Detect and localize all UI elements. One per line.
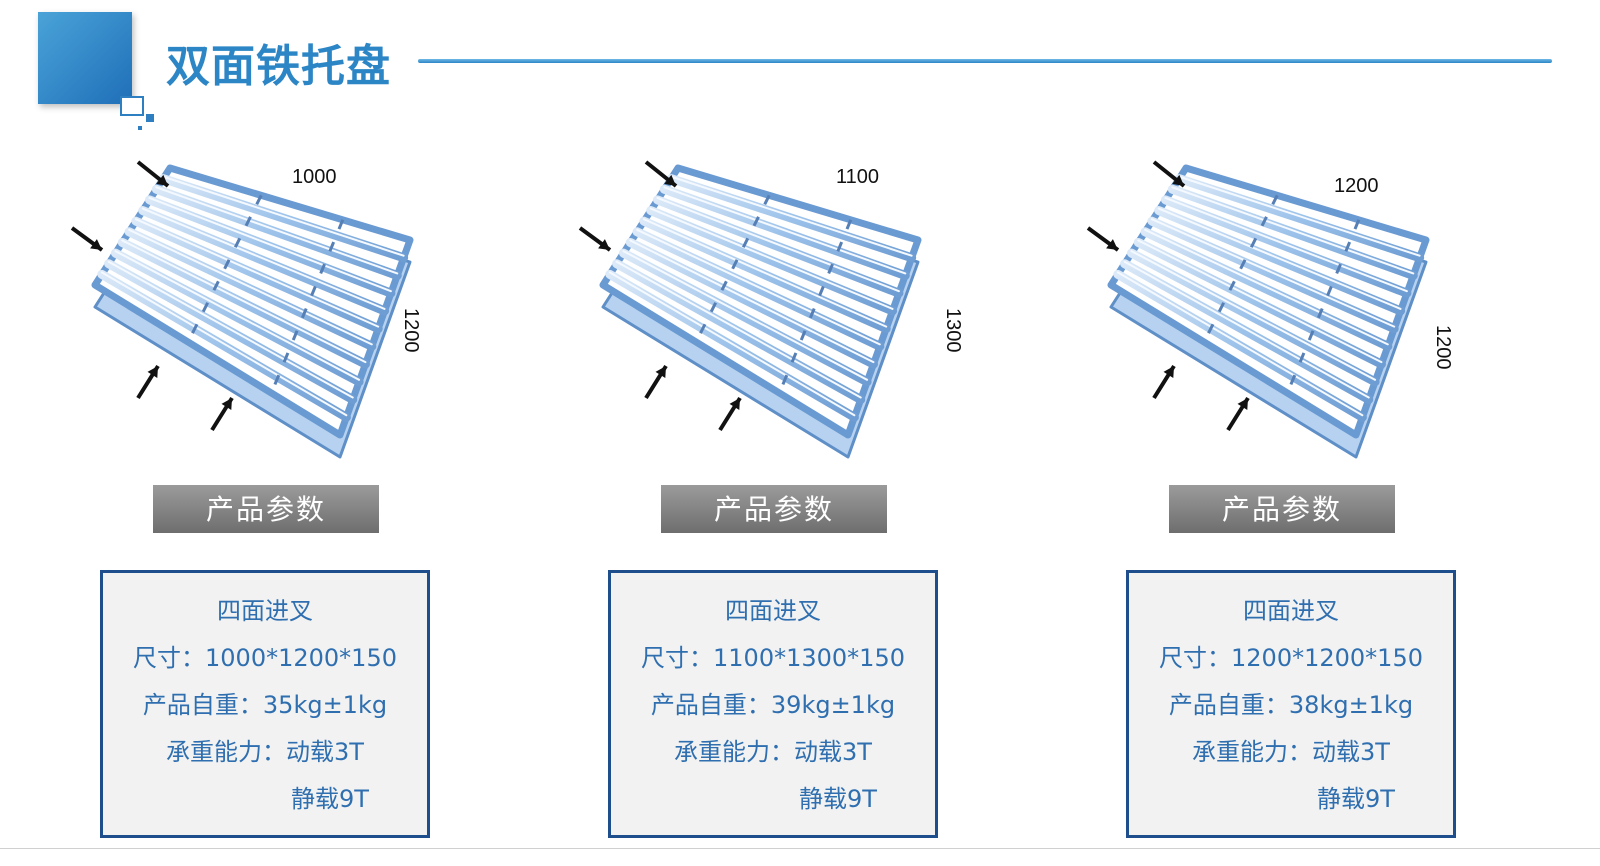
dimension-top-label: 1100 [836,166,880,188]
spec-static-load: 静载9T [1317,785,1395,813]
spec-static-load: 静载9T [799,785,877,813]
header-deco-dot [146,114,154,122]
spec-box: 四面进叉 尺寸：1100*1300*150 产品自重：39kg±1kg 承重能力… [608,570,938,838]
pallet-image [70,160,414,459]
dimension-side-label: 1200 [400,308,422,353]
page-title: 双面铁托盘 [166,41,391,92]
dimension-top-label: 1000 [292,166,337,188]
bottom-divider [0,848,1600,849]
spec-forklift: 四面进叉 [725,597,821,625]
dimension-top-label: 1200 [1334,175,1379,197]
product-card-3: 1200 1200 产品参数 四面进叉 尺寸：1200*1200*150 产品自… [1076,150,1496,850]
product-card-2: 1100 1300 产品参数 四面进叉 尺寸：1100*1300*150 产品自… [568,150,988,850]
spec-box: 四面进叉 尺寸：1200*1200*150 产品自重：38kg±1kg 承重能力… [1126,570,1456,838]
spec-size: 尺寸：1200*1200*150 [1159,644,1423,672]
spec-weight: 产品自重：38kg±1kg [1168,691,1414,719]
pallet-image [578,160,922,459]
title-underline [418,59,1552,63]
spec-size: 尺寸：1000*1200*150 [133,644,397,672]
spec-static-load: 静载9T [291,785,369,813]
spec-capacity: 承重能力：动载3T [1192,738,1390,766]
product-params-button[interactable]: 产品参数 [661,485,887,533]
product-params-button[interactable]: 产品参数 [1169,485,1395,533]
header-deco-small-square [120,96,144,116]
dimension-side-label: 1300 [942,308,964,353]
spec-forklift: 四面进叉 [1243,597,1339,625]
header-deco-square [38,12,132,104]
spec-weight: 产品自重：35kg±1kg [142,691,388,719]
spec-weight: 产品自重：39kg±1kg [650,691,896,719]
product-card-1: 1000 1200 产品参数 四面进叉 尺寸：1000*1200*150 产品自… [60,150,480,850]
spec-size: 尺寸：1100*1300*150 [641,644,905,672]
spec-capacity: 承重能力：动载3T [674,738,872,766]
header-deco-dot [138,126,142,130]
dimension-side-label: 1200 [1432,325,1454,370]
spec-box: 四面进叉 尺寸：1000*1200*150 产品自重：35kg±1kg 承重能力… [100,570,430,838]
spec-capacity: 承重能力：动载3T [166,738,364,766]
spec-forklift: 四面进叉 [217,597,313,625]
product-params-button[interactable]: 产品参数 [153,485,379,533]
pallet-image [1086,160,1430,459]
